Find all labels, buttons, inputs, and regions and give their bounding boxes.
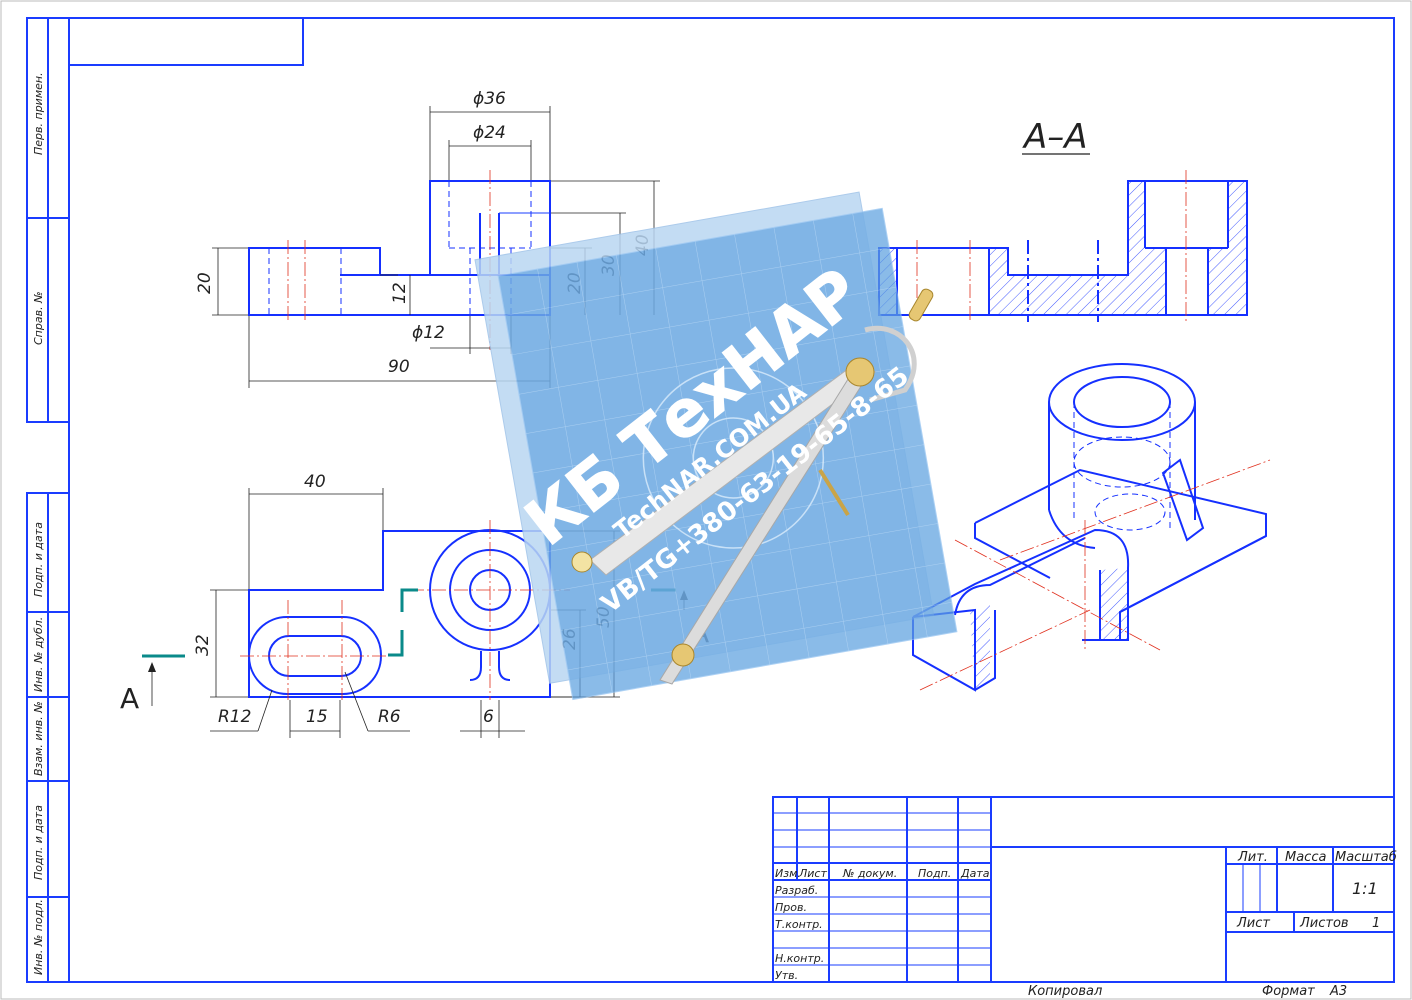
tb-col-data: Дата — [960, 867, 990, 880]
side-label-sprav: Справ. № — [32, 291, 45, 345]
tb-scale-value: 1:1 — [1352, 879, 1378, 898]
dim-h32: 32 — [193, 634, 213, 656]
isometric-view — [912, 363, 1271, 692]
tb-row-razrab: Разраб. — [775, 884, 818, 897]
tb-row-prov: Пров. — [775, 901, 807, 914]
tb-row-tkontr: Т.контр. — [775, 918, 823, 931]
dim-w6: 6 — [483, 707, 494, 727]
tb-massa: Масса — [1285, 850, 1326, 865]
section-title: A–A — [1022, 117, 1088, 157]
side-label-podp-data-2: Подп. и дата — [32, 805, 45, 880]
tb-col-doc: № докум. — [842, 867, 897, 880]
dim-w40-top: 40 — [304, 472, 326, 492]
tb-lit: Лит. — [1237, 850, 1268, 865]
tb-row-nkontr: Н.контр. — [775, 952, 824, 965]
tb-col-list: Лист — [798, 867, 827, 880]
side-stamp: Перв. примен. Справ. № Подп. и дата Инв.… — [26, 17, 70, 983]
dim-w90: 90 — [388, 357, 410, 377]
tb-list: Лист — [1236, 916, 1270, 931]
dim-d36: ϕ36 — [473, 89, 506, 109]
tb-row-utv: Утв. — [775, 969, 798, 982]
footer-kopiroval: Копировал — [1028, 984, 1102, 999]
tb-col-izm: Изм. — [775, 867, 801, 880]
side-label-inv-podl: Инв. № подл. — [32, 899, 45, 975]
side-label-inv-dubl: Инв. № дубл. — [32, 617, 45, 692]
dim-h20-left: 20 — [195, 272, 215, 294]
side-label-vzam-inv: Взам. инв. № — [32, 701, 45, 776]
watermark: КБ ТехНАР TechNAR.COM.UA VB/TG+380-63-19… — [474, 191, 958, 701]
side-label-podp-data-1: Подп. и дата — [32, 522, 45, 597]
footer-format: Формат — [1262, 984, 1315, 999]
dim-r6: R6 — [378, 707, 401, 727]
compass-icon — [571, 288, 934, 685]
side-label-perv-primen: Перв. примен. — [32, 72, 45, 155]
dim-w15: 15 — [306, 707, 328, 727]
tb-listov-value: 1 — [1372, 916, 1380, 931]
dim-h12: 12 — [390, 282, 410, 304]
sheet-footer: Копировал Формат A3 — [1028, 984, 1347, 999]
footer-format-value: A3 — [1329, 984, 1347, 999]
section-view-a-a: A–A — [878, 117, 1248, 322]
dim-r12: R12 — [218, 707, 251, 727]
dim-d12: ϕ12 — [412, 323, 445, 343]
dim-d24: ϕ24 — [473, 123, 506, 143]
tb-col-podp: Подп. — [918, 867, 951, 880]
tb-listov: Листов — [1299, 916, 1349, 931]
cut-label-left: A — [120, 682, 139, 715]
tb-masshtab: Масштаб — [1335, 850, 1397, 865]
title-block: Изм. Лист № докум. Подп. Дата Разраб. Пр… — [772, 796, 1397, 983]
